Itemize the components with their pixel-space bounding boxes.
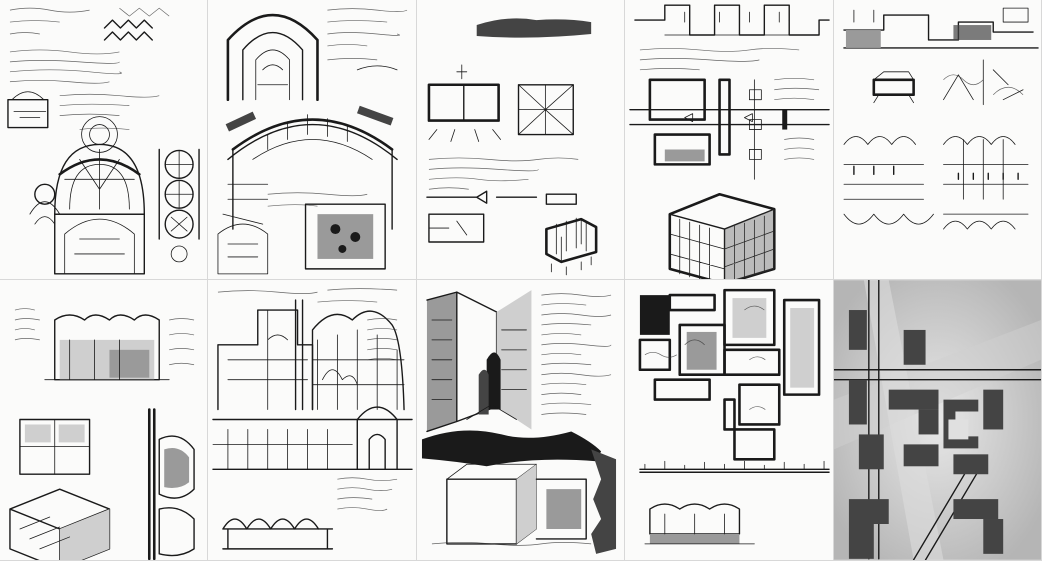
block-plan-sketch <box>638 288 830 545</box>
shaded-section-sketch <box>9 308 195 560</box>
ornament-sketch <box>7 7 200 275</box>
sketch-sheet-7 <box>208 280 417 561</box>
figure-ground-plan <box>834 280 1041 560</box>
sketch-sheet-9 <box>625 280 834 561</box>
alley-perspective-sketch <box>421 290 617 554</box>
street-elevation-sketch <box>212 288 413 550</box>
elevation-sketch <box>843 7 1039 230</box>
plan-diagram-sketch <box>426 18 598 276</box>
section-sketch <box>629 4 830 279</box>
sketch-sheet-6 <box>0 280 208 561</box>
arch-sketch <box>217 8 408 275</box>
sketch-sheet-3 <box>417 0 625 280</box>
sketch-sheet-8 <box>417 280 625 561</box>
sketch-sheet-2 <box>208 0 417 280</box>
sketch-sheet-5 <box>834 0 1042 280</box>
sketch-sheet-10 <box>834 280 1042 561</box>
sketch-sheet-4 <box>625 0 834 280</box>
sketch-sheet-1 <box>0 0 208 280</box>
